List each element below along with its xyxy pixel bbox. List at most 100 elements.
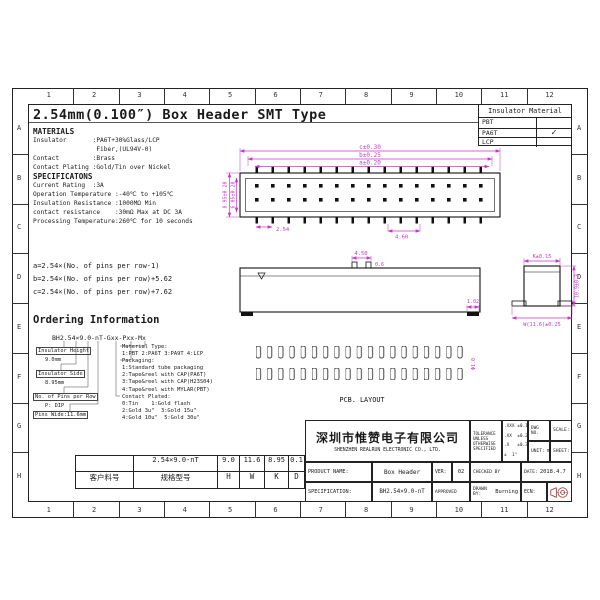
date-label: DATE: [524,469,538,475]
frame-ruler-label: 1 [46,91,51,99]
drawn-by-value: Burning [495,489,518,495]
ecn-cell: ECN: [521,482,547,502]
frame-ruler-label: 8 [363,506,369,514]
top-view: c±0.30 b±0.25 a±0.20 8.95±0.20 6.05±0.20… [223,144,501,241]
tolerance-value: .X ±0.30 [504,443,528,449]
callout-dip: P: DIP [44,403,66,409]
frame-ruler-label: 7 [318,91,323,99]
w-value: 11.6 [240,456,265,471]
checked-by-cell: CHECKED BY [470,462,521,482]
frame-ruler-label: B [17,173,22,182]
dim-hole: Φ1.0 [471,358,477,370]
spec-line: contact resistance :30mΩ Max at DC 3A [33,209,183,216]
frame-ruler-tick [254,502,256,518]
formula-c: c=2.54×(No. of pins per row)+7.62 [33,288,173,296]
materials-line: Contact Plating :Gold/Tin over Nickel [33,164,171,171]
dim-height-outer: 8.95±0.20 [223,181,229,208]
dim-b: b±0.25 [359,152,381,159]
d-header: D [294,472,299,481]
k-header: K [265,472,289,488]
frame-ruler-label: 8 [363,91,369,99]
material-option-pa6t: PA6T [479,128,537,138]
specification-label-cell: SPECIFICATION: [305,482,372,502]
end-view: K±0.15 10.9±0.3 W(11.6)±0.25 [511,254,581,328]
customer-part-cell [76,456,134,471]
callout-insulator-height: Insulator Height [36,347,92,355]
frame-ruler-tick [12,452,28,454]
material-option-lcp: LCP [479,138,537,147]
frame-ruler-tick [572,352,588,354]
dim-end-height: 10.9±0.3 [575,274,581,298]
frame-ruler-label: 10 [454,506,464,514]
unit-label: UNIT: [531,449,545,454]
drawn-by-cell: DRAWN BY: Burning [470,482,521,502]
frame-ruler-tick [12,203,28,205]
dim-height-inner: 6.05±0.20 [231,181,237,208]
frame-ruler-tick [209,502,211,518]
dim-key: 4.60 [395,235,408,241]
insulator-material-row: PA6T ✓ [479,127,571,138]
frame-ruler-tick [163,502,165,518]
tolerance-value: ± 1° [504,452,518,458]
dim-tab-span: 4.50 [354,251,367,257]
formula-section: a=2.54×(No. of pins per row-1) b=2.54×(N… [33,260,172,299]
frame-ruler-label: 3 [137,91,142,99]
frame-ruler-tick [572,452,588,454]
formula-a: a=2.54×(No. of pins per row-1) [33,262,160,270]
materials-heading: MATERIALS [33,127,75,136]
frame-ruler-tick [435,502,437,518]
frame-ruler-label: B [577,173,582,182]
ver-label-cell: VER: [432,462,452,482]
frame-ruler-label: 9 [409,91,414,99]
frame-ruler-tick [12,303,28,304]
dim-tab-width: 0.6 [375,262,384,268]
ver-value-cell: 02 [452,462,470,482]
frame-ruler-tick [299,502,301,518]
legend-line: 1:PBT 2:PA6T 3:PA9T 4:LCP [122,351,204,358]
frame-ruler-label: 3 [137,506,142,514]
frame-ruler-tick [73,88,75,104]
callout-insulator-side-value: 8.95mm [44,380,66,386]
ordering-heading: Ordering Information [33,314,160,326]
frame-ruler-label: 1 [46,506,51,514]
end-dim-lines [511,259,576,320]
callout-insulator-height-value: 9.0mm [44,357,62,363]
materials-line: Contact :Brass [33,155,115,162]
frame-ruler-tick [572,203,588,205]
spec-line: Current Rating :3A [33,182,104,189]
frame-ruler-label: 4 [182,506,187,514]
frame-ruler-tick [12,153,28,155]
model-value: 2.54×9.0-nT [134,456,218,471]
ordering-part-number: BH2.54×9.0-nT-Gxx-Pxx-Mx [52,334,146,342]
frame-ruler-tick [12,253,28,255]
dimension-lines [227,149,501,233]
dim-pad-length: 1.02 [467,299,479,305]
materials-line: Fiber,(UL94V-0) [33,146,153,153]
date-cell: DATE: 2018.4.7 [521,462,572,482]
formula-b: b=2.54×(No. of pins per row)+5.62 [33,275,173,283]
drawn-by-label: DRAWN BY: [473,487,487,497]
frame-ruler-label: 5 [227,506,233,514]
legend-line: 2:Tape&reel with CAP(PA6T) [122,372,207,379]
frame-ruler-tick [572,303,588,304]
k-value: 8.95 [265,456,289,471]
side-view: 4.50 0.6 1.02 [239,251,481,316]
sheet-label: SHEET: [553,449,570,454]
d-value: 0.1 [290,456,303,464]
frame-ruler-label: H [577,472,582,481]
pcb-layout: Φ1.0 PCB. LAYOUT [256,346,477,404]
frame-ruler-label: 2 [91,91,97,99]
frame-ruler-tick [118,88,120,104]
product-name-label-cell: PRODUCT NAME: [305,462,372,482]
insulator-material-row: PBT [479,118,571,128]
frame-ruler-label: 11 [499,91,509,99]
pad-array [256,346,468,380]
frame-ruler-tick [163,88,165,104]
model-header: 规格型号 [134,472,218,488]
frame-ruler-tick [481,88,483,104]
frame-ruler-tick [526,502,528,518]
frame-ruler-tick [118,502,120,518]
insulator-material-table: Insulator Material PBT PA6T ✓ LCP [478,104,572,147]
legend-line: Material Type: [122,344,168,350]
